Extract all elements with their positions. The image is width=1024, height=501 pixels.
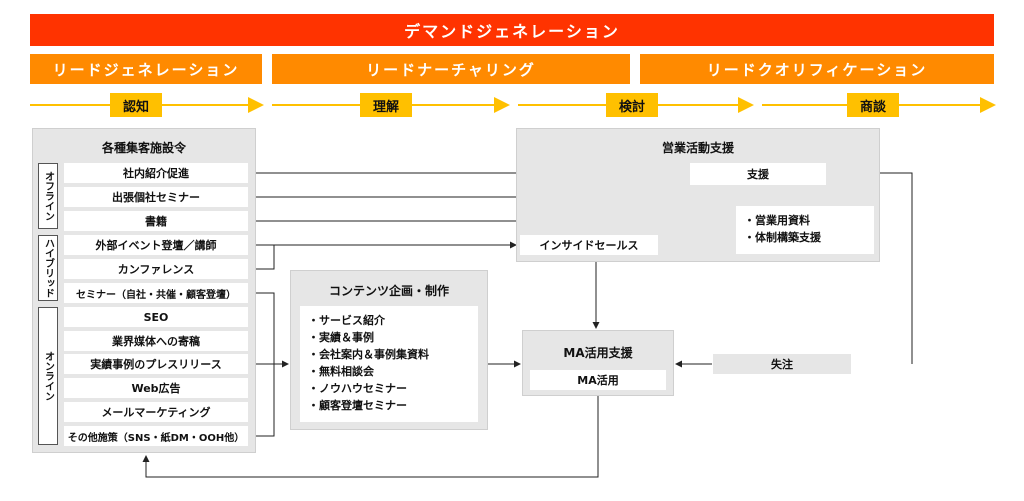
sales-support-item: ・体制構築支援 — [744, 231, 821, 244]
contents-item: ・ノウハウセミナー — [308, 382, 407, 395]
connector-line — [142, 396, 599, 478]
item-seminar: セミナー（自社・共催・顧客登壇） — [64, 283, 248, 303]
item-referral: 社内紹介促進 — [64, 163, 248, 183]
acquisition-panel-title: 各種集客施設令 — [101, 141, 186, 155]
contents-item: ・顧客登壇セミナー — [308, 399, 407, 412]
lost-order-box: 失注 — [713, 354, 851, 374]
ma-support-title: MA活用支援 — [563, 346, 633, 360]
connector-line — [248, 245, 275, 270]
stage-consideration: 検討 — [606, 93, 658, 117]
contents-item: ・実績＆事例 — [308, 331, 374, 344]
group-online: オンライン — [38, 307, 58, 445]
item-books: 書籍 — [64, 211, 248, 231]
stage-understanding: 理解 — [360, 93, 412, 117]
item-press-release: 実績事例のプレスリリース — [64, 354, 248, 374]
item-seo: SEO — [64, 307, 248, 327]
contents-item: ・サービス紹介 — [308, 314, 385, 327]
item-onsite-seminar: 出張個社セミナー — [64, 187, 248, 207]
stage-awareness: 認知 — [110, 93, 162, 117]
stage-negotiation: 商談 — [847, 93, 899, 117]
item-industry-media: 業界媒体への寄稿 — [64, 331, 248, 351]
sales-support-title: 営業活動支援 — [661, 141, 734, 155]
inside-sales-box: インサイドセールス — [520, 235, 658, 255]
demand-generation-band: デマンドジェネレーション — [30, 14, 994, 46]
contents-panel-title: コンテンツ企画・制作 — [328, 284, 449, 298]
contents-item: ・無料相談会 — [308, 365, 374, 378]
group-hybrid: ハイブリッド — [38, 235, 58, 301]
item-external-event: 外部イベント登壇／講師 — [64, 235, 248, 255]
phase-lead-qualification: リードクオリフィケーション — [640, 54, 994, 84]
sales-support-list: ・営業用資料 ・体制構築支援 — [736, 206, 874, 254]
item-email-marketing: メールマーケティング — [64, 402, 248, 422]
sales-support-item: ・営業用資料 — [744, 214, 810, 227]
item-conference: カンファレンス — [64, 259, 248, 279]
contents-item: ・会社案内＆事例集資料 — [308, 348, 429, 361]
contents-list: ・サービス紹介 ・実績＆事例 ・会社案内＆事例集資料 ・無料相談会 ・ノウハウセ… — [300, 306, 478, 422]
support-box: 支援 — [690, 163, 826, 185]
ma-usage-box: MA活用 — [530, 370, 666, 390]
group-offline: オフライン — [38, 163, 58, 229]
phase-lead-nurturing: リードナーチャリング — [272, 54, 630, 84]
item-other: その他施策（SNS・紙DM・OOH他） — [64, 426, 248, 446]
item-web-ads: Web広告 — [64, 378, 248, 398]
phase-lead-generation: リードジェネレーション — [30, 54, 262, 84]
